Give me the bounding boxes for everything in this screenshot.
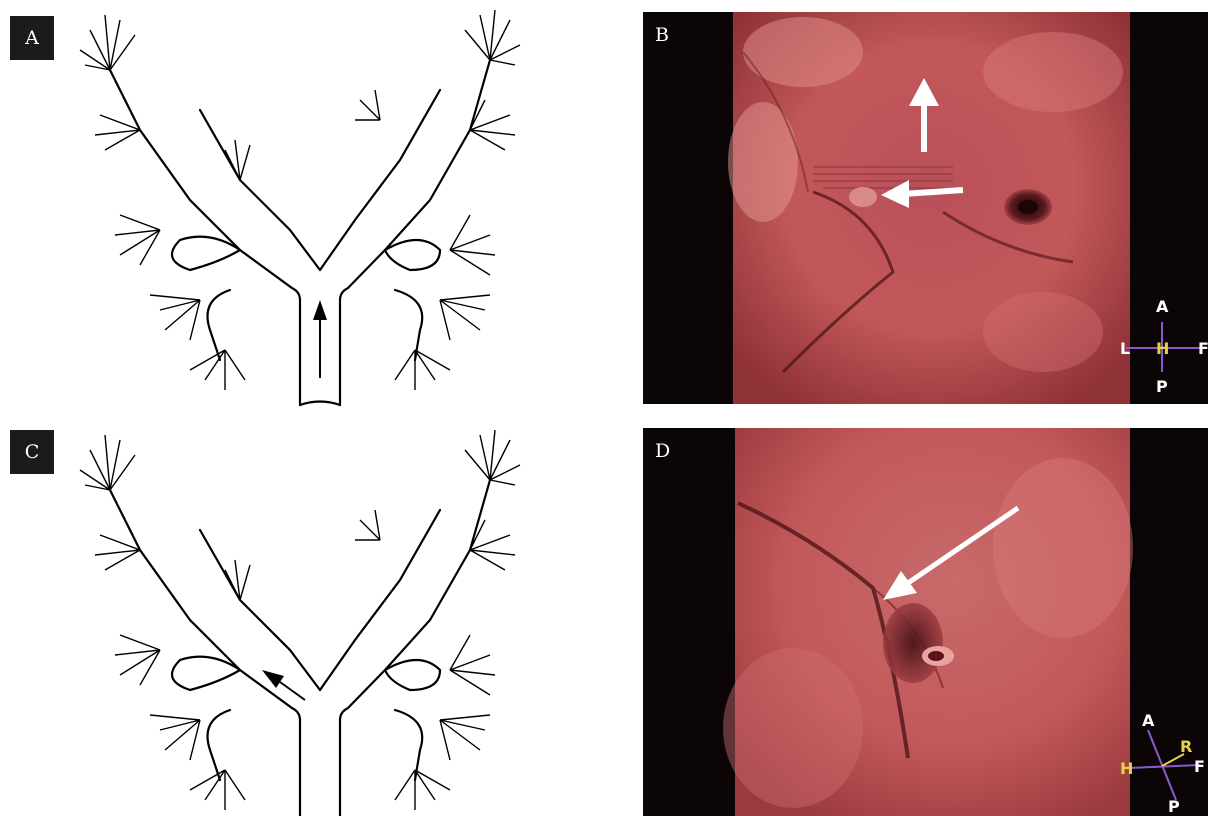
panel-a-label: A [10, 16, 54, 60]
orient-b-right: F [1198, 339, 1208, 358]
orient-b-bottom: P [1156, 377, 1168, 396]
orient-b-center: H [1156, 339, 1169, 358]
panel-c-bronchial-tree-diagram: C [0, 420, 600, 816]
orientation-indicator-d: A H R F P [1118, 710, 1208, 816]
arrow-diagonal-icon [262, 670, 305, 700]
bronchial-tree-drawing-a [0, 0, 600, 408]
panel-d-virtual-bronchoscopy: D [643, 428, 1208, 816]
bronchial-tree-drawing-c [0, 420, 600, 816]
panel-c-label: C [10, 430, 54, 474]
panel-a-bronchial-tree-diagram: A [0, 0, 600, 408]
orientation-indicator-b: A L H F P [1118, 292, 1208, 402]
orient-b-top: A [1156, 297, 1169, 316]
panel-b-virtual-bronchoscopy: B [643, 12, 1208, 404]
orient-d-left: H [1120, 759, 1133, 778]
orient-d-right-upper: R [1180, 737, 1192, 756]
panel-d-label: D [655, 440, 670, 462]
orient-d-bottom: P [1168, 797, 1180, 816]
orient-d-right: F [1194, 757, 1205, 776]
orient-b-left: L [1120, 339, 1130, 358]
orient-d-top: A [1142, 711, 1155, 730]
arrow-up-icon [313, 300, 327, 378]
panel-b-label: B [655, 24, 669, 46]
